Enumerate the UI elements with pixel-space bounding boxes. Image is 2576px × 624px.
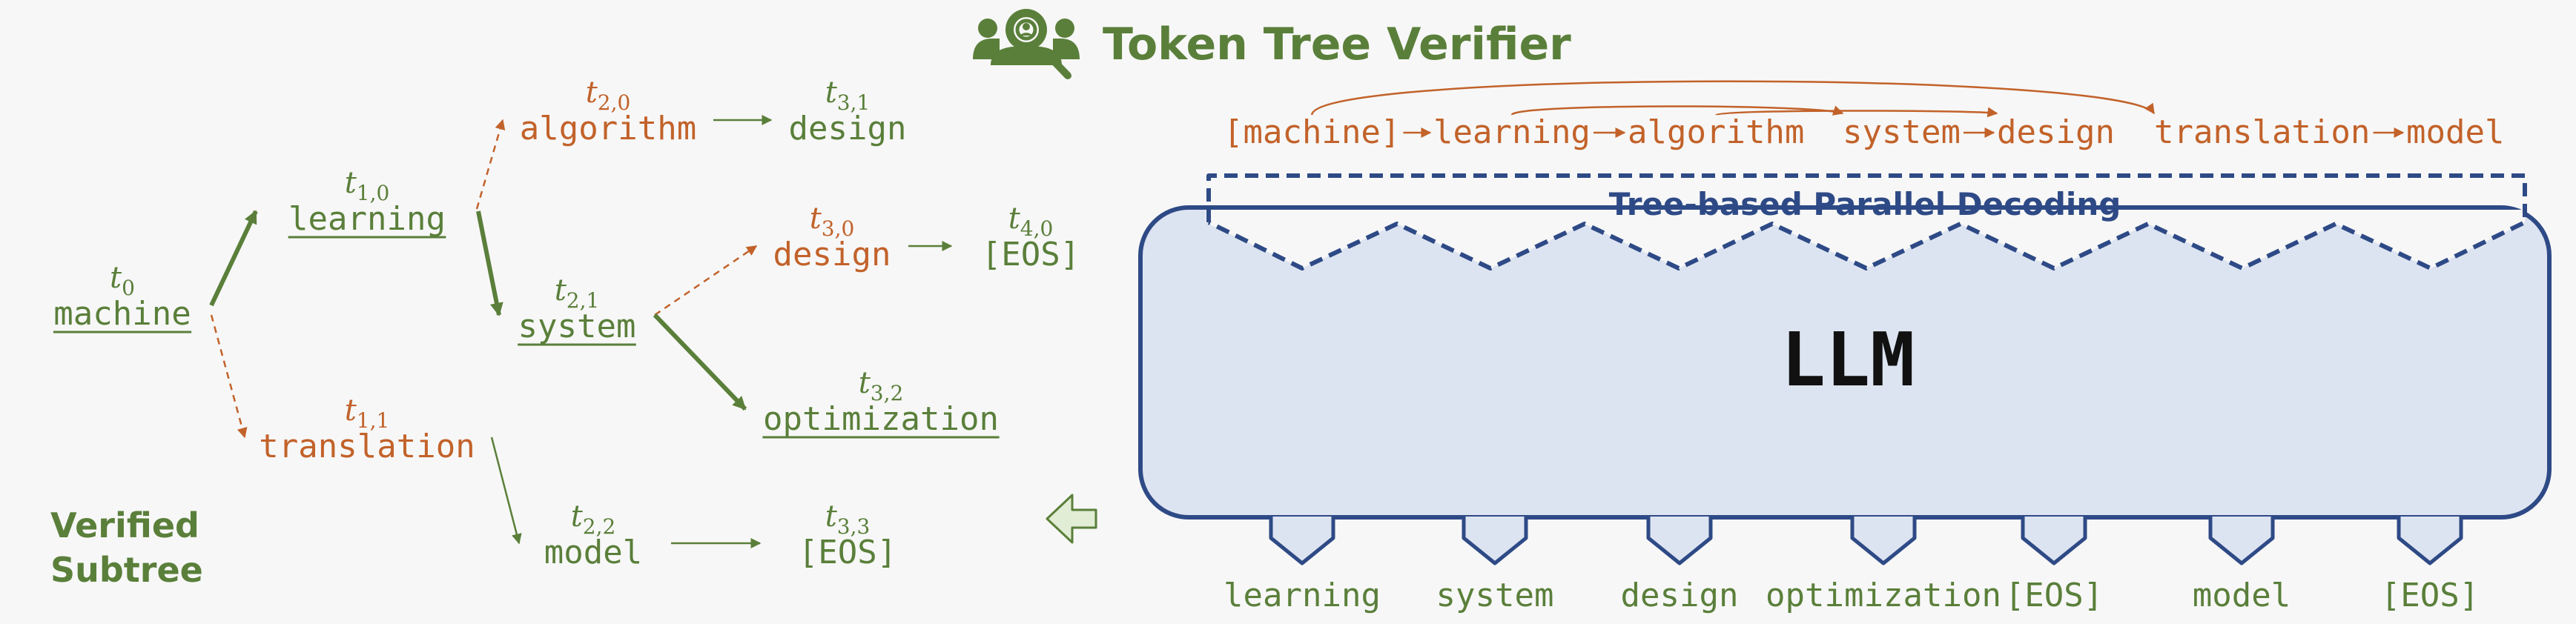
user-search-icon <box>973 9 1080 79</box>
node-subscript: 3,0 <box>822 216 855 241</box>
node-word: optimization <box>763 400 999 438</box>
tree-edge-t21-t32 <box>653 313 747 411</box>
sequence-token: design <box>1997 113 2115 151</box>
node-word: design <box>773 236 891 273</box>
node-subscript: 1,0 <box>357 181 390 205</box>
node-subscript: 1,1 <box>357 408 390 433</box>
verified-subtree-label: Verified Subtree <box>50 505 203 590</box>
tree-edge-t21-t30 <box>654 245 758 316</box>
sequence-curve-connector <box>1715 107 1998 118</box>
node-subscript: 3,2 <box>871 381 904 405</box>
output-tap <box>2397 517 2463 565</box>
tree-edge-t0-t11 <box>210 314 248 439</box>
node-subscript: 2,1 <box>567 288 600 313</box>
header-title: Token Tree Verifier <box>1103 19 1571 70</box>
llm-box <box>1138 205 2552 520</box>
node-word: machine <box>53 295 191 333</box>
tree-node-t40: t4,0[EOS] <box>982 202 1080 273</box>
tree-edges <box>209 115 953 548</box>
node-subscript: 0 <box>122 276 135 300</box>
node-word: translation <box>259 428 475 465</box>
node-subscript: 3,3 <box>837 514 871 539</box>
tree-node-t33: t3,3[EOS] <box>799 499 896 571</box>
output-tap <box>2208 517 2275 565</box>
sequence-token: algorithm <box>1628 113 1804 151</box>
decoding-dashed-outline <box>1206 173 2527 270</box>
output-token: design <box>1621 577 1739 614</box>
node-subscript: 3,1 <box>837 90 871 115</box>
node-word: [EOS] <box>982 236 1080 273</box>
output-token: [EOS] <box>2005 577 2103 614</box>
output-token: system <box>1436 577 1554 614</box>
output-tap <box>1269 517 1335 565</box>
output-tap <box>1646 517 1713 565</box>
sequence-token: learning <box>1433 113 1591 151</box>
node-word: learning <box>288 200 446 238</box>
sequence-curve-connector <box>1311 80 2156 116</box>
sequence-token: [machine] <box>1223 113 1400 151</box>
token-sequence: [machine] learning algorithm system design tr… <box>1223 80 2504 151</box>
output-token: optimization <box>1766 577 2001 614</box>
tree-edge-t11-t22 <box>490 437 522 545</box>
tree-edge-t10-t21 <box>476 210 503 316</box>
verified-label-line2: Subtree <box>50 550 203 590</box>
llm-zigzag-top <box>1206 210 2525 268</box>
tree-edge-t10-t20 <box>475 119 506 210</box>
node-word: [EOS] <box>799 534 896 571</box>
node-subscript: 4,0 <box>1020 216 1054 241</box>
left-arrow-icon <box>1046 494 1097 544</box>
node-word: algorithm <box>520 110 696 147</box>
tree-edge-t0-t10 <box>209 210 258 307</box>
output-tap <box>1462 517 1528 565</box>
sequence-curve-connector <box>1510 105 1844 116</box>
sequence-token: model <box>2406 113 2504 151</box>
node-word: design <box>789 110 907 147</box>
output-tap <box>2021 517 2087 565</box>
node-subscript: 2,0 <box>598 90 631 115</box>
output-token: learning <box>1223 577 1381 614</box>
node-subscript: 2,2 <box>583 514 616 539</box>
output-tap <box>1850 517 1917 565</box>
sequence-token: system <box>1843 113 1961 151</box>
llm-block: Tree-based Parallel Decoding LLM <box>1138 173 2552 520</box>
node-word: model <box>544 534 642 571</box>
sequence-token: translation <box>2154 113 2370 151</box>
output-token: [EOS] <box>2381 577 2479 614</box>
decoding-label: Tree-based Parallel Decoding <box>1609 186 2121 222</box>
llm-label: LLM <box>1781 316 1915 403</box>
verified-label-line1: Verified <box>50 505 199 545</box>
node-word: system <box>518 308 636 345</box>
output-token: model <box>2193 577 2291 614</box>
header: Token Tree Verifier <box>973 9 1571 79</box>
